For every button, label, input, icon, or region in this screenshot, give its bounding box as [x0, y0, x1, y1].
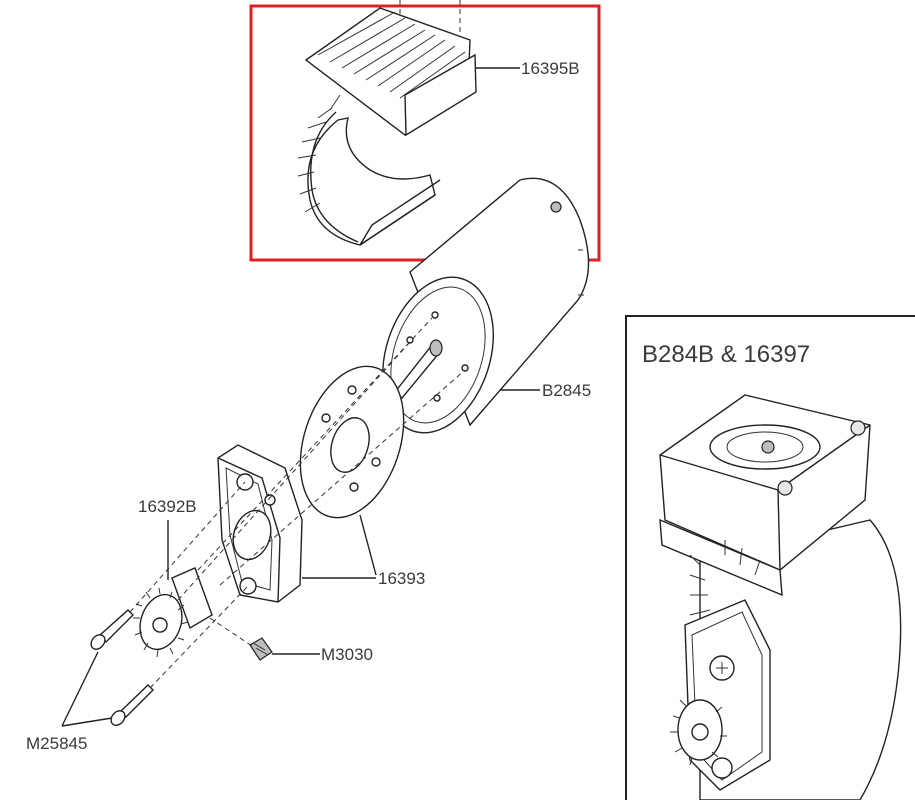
label-heatsink: 16395B	[521, 59, 580, 78]
label-set-screw: M3030	[321, 645, 373, 664]
label-pinion: 16392B	[138, 497, 197, 516]
heatsink-part	[297, 0, 477, 246]
pinion-gear-part	[133, 567, 213, 658]
label-motor: B2845	[542, 381, 591, 400]
assembly-guide-lines	[129, 317, 466, 689]
motor-part	[382, 177, 590, 434]
set-screw-part	[249, 637, 273, 661]
mount-plate-part	[299, 365, 405, 519]
inset-title: B284B & 16397	[642, 341, 810, 368]
assembled-inset: B284B & 16397	[625, 315, 915, 800]
heatsink-fins	[317, 11, 466, 99]
label-screws: M25845	[26, 734, 87, 753]
label-mount: 16393	[378, 569, 425, 588]
motor-mount-part	[217, 444, 303, 603]
screws-part	[90, 609, 154, 726]
